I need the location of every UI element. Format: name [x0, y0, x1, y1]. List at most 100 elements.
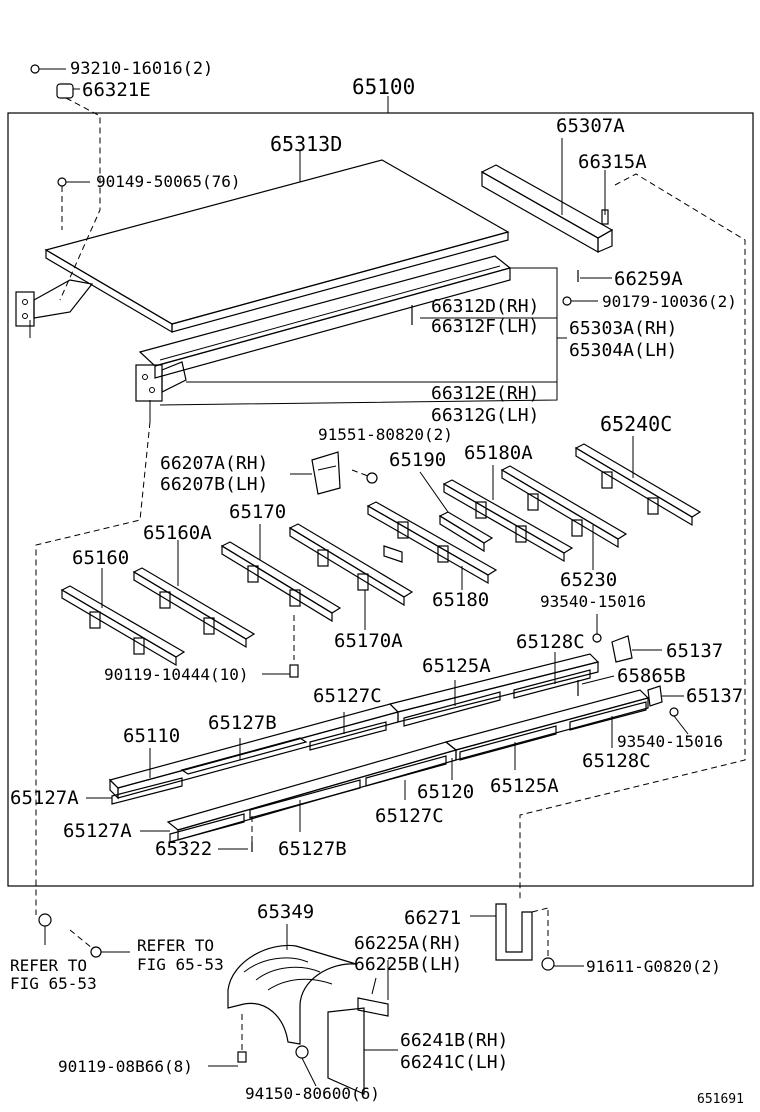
label-65127a-upper: 65127A [10, 787, 79, 809]
label-66241c: 66241C(LH) [400, 1052, 508, 1073]
label-90119-08b66: 90119-08B66(8) [58, 1057, 193, 1076]
label-fig-65-53-right: FIG 65-53 [137, 955, 224, 974]
nut-90179 [562, 296, 598, 306]
label-66312e: 66312E(RH) [431, 383, 539, 404]
bracket-leader-65303a [159, 267, 558, 406]
label-65170a: 65170A [334, 630, 403, 652]
label-65125a-lower: 65125A [490, 775, 559, 797]
bolt-90119-10444 [262, 615, 299, 678]
label-66271: 66271 [404, 907, 461, 929]
crossmember-65160 [60, 568, 186, 667]
label-94150-80600: 94150-80600(6) [245, 1084, 380, 1103]
front-rail-65307a [480, 138, 614, 254]
label-66312g: 66312G(LH) [431, 405, 539, 426]
label-refer-to-right: REFER TO [137, 936, 214, 955]
label-90179-10036: 90179-10036(2) [602, 292, 737, 311]
label-65137-lower: 65137 [686, 685, 743, 707]
floor-panel-65313d [44, 150, 510, 334]
bushing-left [38, 913, 52, 945]
label-65127a-lower: 65127A [63, 820, 132, 842]
label-65137-upper: 65137 [666, 640, 723, 662]
bracket-66225a [357, 960, 389, 1017]
label-66321e: 66321E [82, 79, 151, 101]
label-65127b-upper: 65127B [208, 712, 277, 734]
crossmember-65180a [442, 465, 574, 563]
crossmember-65180 [366, 501, 498, 590]
label-93210-16016: 93210-16016(2) [70, 59, 213, 79]
crossmember-65170 [220, 524, 342, 623]
label-65230: 65230 [560, 569, 617, 591]
label-65865b: 65865B [617, 665, 686, 687]
label-65313d: 65313D [270, 132, 342, 156]
label-65100: 65100 [352, 75, 415, 99]
label-65307a: 65307A [556, 115, 625, 137]
leader-65865b [581, 675, 615, 685]
rail-65127a-lower [140, 813, 245, 843]
label-65128c-upper: 65128C [516, 631, 585, 653]
crossmember-65240c [574, 436, 702, 527]
label-65322: 65322 [155, 838, 212, 860]
label-65110: 65110 [123, 725, 180, 747]
label-65304a: 65304A(LH) [569, 340, 677, 361]
dash-guide-left-mid [35, 421, 151, 915]
bolt-91551 [351, 469, 378, 484]
label-65303a: 65303A(RH) [569, 318, 677, 339]
hinge-bracket-left [15, 279, 94, 338]
rail-65127c-lower [365, 755, 447, 800]
mudflap-66241b [327, 1007, 398, 1095]
bolt-93540-lower [669, 707, 689, 735]
crossmember-65230 [500, 465, 628, 570]
label-65128c-lower: 65128C [582, 750, 651, 772]
crossmember-65160a [132, 540, 256, 649]
nut-94150 [295, 1045, 317, 1087]
label-65170: 65170 [229, 501, 286, 523]
assembly-frame [7, 112, 754, 887]
crossmember-65190 [419, 471, 494, 553]
bolt-90119-08b66 [208, 1014, 247, 1067]
rail-65128c-upper [513, 652, 591, 699]
rail-65127b-upper [180, 737, 308, 775]
dash-guide-right [519, 173, 746, 900]
label-65180: 65180 [432, 589, 489, 611]
rail-65127b-lower [249, 779, 361, 832]
label-93540-15016-upper: 93540-15016 [540, 592, 646, 611]
label-66241b: 66241B(RH) [400, 1030, 508, 1051]
label-65190: 65190 [389, 449, 446, 471]
label-66225b: 66225B(LH) [354, 954, 462, 975]
label-93540-15016-lower: 93540-15016 [617, 732, 723, 751]
rail-65125a-upper [403, 680, 501, 727]
bracket-65137-lower [647, 685, 684, 707]
label-65160a: 65160A [143, 522, 212, 544]
bolt-93540-upper [592, 614, 602, 643]
label-66312d: 66312D(RH) [431, 296, 539, 317]
bolt-91611 [541, 910, 584, 971]
label-refer-to-left: REFER TO [10, 956, 87, 975]
label-66207b: 66207B(LH) [160, 474, 268, 495]
label-66207a: 66207A(RH) [160, 453, 268, 474]
label-65127b-lower: 65127B [278, 838, 347, 860]
label-66225a: 66225A(RH) [354, 933, 462, 954]
sill-upper-right [388, 653, 600, 723]
fender-65349 [227, 924, 357, 1045]
label-65180a: 65180A [464, 442, 533, 464]
screw-90149 [57, 177, 90, 230]
spacer-66321e [56, 83, 80, 99]
label-65125a-upper: 65125A [422, 655, 491, 677]
label-fig-65-53-left: FIG 65-53 [10, 974, 97, 993]
label-figure-id: 651691 [697, 1092, 744, 1107]
rail-65127a-upper [86, 777, 183, 805]
bracket-65137-upper [611, 635, 662, 663]
sill-65120 [166, 689, 650, 841]
label-66312f: 66312F(LH) [431, 316, 539, 337]
crossmember-65170a [288, 523, 414, 630]
label-91611-g0820: 91611-G0820(2) [586, 957, 721, 976]
label-65127c-upper: 65127C [313, 685, 382, 707]
label-65349: 65349 [257, 901, 314, 923]
bolt-93210 [30, 64, 66, 74]
label-66315a: 66315A [578, 151, 647, 173]
dash-guide-left-top [59, 97, 101, 301]
bolt-refer-fig [69, 929, 130, 958]
label-90119-10444: 90119-10444(10) [104, 665, 249, 684]
